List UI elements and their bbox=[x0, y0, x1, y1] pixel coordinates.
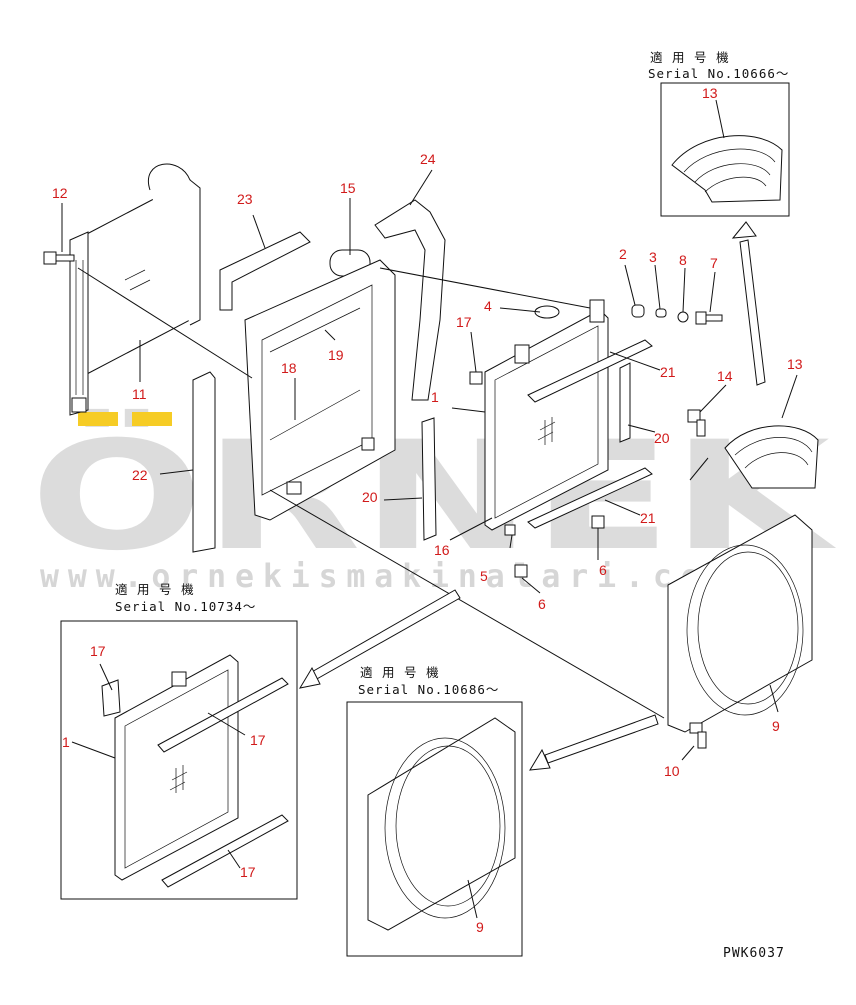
part-17-pad[interactable] bbox=[469, 371, 483, 385]
callout-16: 16 bbox=[434, 542, 450, 558]
inset-top-right-applicable: 適 用 号 機 bbox=[650, 50, 730, 65]
inset-left: 適 用 号 機 Serial No.10734～ 17 1 17 17 bbox=[60, 582, 298, 900]
inset-top-right: 適 用 号 機 Serial No.10666～ 13 bbox=[648, 50, 790, 217]
part-1-radiator[interactable] bbox=[484, 299, 609, 531]
callout-20b: 20 bbox=[654, 430, 670, 446]
part-10-bolt[interactable] bbox=[689, 722, 707, 749]
callout-3: 3 bbox=[649, 249, 657, 265]
callout-14: 14 bbox=[717, 368, 733, 384]
arrow-to-top-inset bbox=[731, 221, 766, 386]
callouts: 12 11 22 23 15 24 18 19 20 17 1 16 5 6 6… bbox=[52, 151, 803, 779]
callout-inset-top-right-13: 13 bbox=[702, 85, 718, 101]
part-5-drain[interactable] bbox=[504, 524, 516, 536]
inset-left-frame bbox=[60, 620, 298, 900]
part-7-bolt[interactable] bbox=[695, 311, 723, 325]
callout-6b: 6 bbox=[599, 562, 607, 578]
part-21-strip-bottom[interactable] bbox=[527, 467, 653, 529]
callout-21a: 21 bbox=[660, 364, 676, 380]
callout-4: 4 bbox=[484, 298, 492, 314]
callout-18: 18 bbox=[281, 360, 297, 376]
callout-inset-left-17a: 17 bbox=[90, 643, 106, 659]
inset-center-applicable: 適 用 号 機 bbox=[360, 665, 440, 680]
watermark-accent-left bbox=[78, 412, 118, 426]
callout-17: 17 bbox=[456, 314, 472, 330]
arrow-to-center-inset bbox=[529, 714, 659, 771]
callout-10: 10 bbox=[664, 763, 680, 779]
callout-2: 2 bbox=[619, 246, 627, 262]
callout-inset-left-17b: 17 bbox=[250, 732, 266, 748]
part-12-bolt[interactable] bbox=[43, 251, 75, 265]
leader-lines bbox=[61, 169, 798, 761]
callout-inset-center-9: 9 bbox=[476, 919, 484, 935]
inset-center-shroud bbox=[367, 717, 516, 931]
callout-21b: 21 bbox=[640, 510, 656, 526]
callout-24: 24 bbox=[420, 151, 436, 167]
inset-top-right-serial: Serial No.10666～ bbox=[648, 66, 789, 81]
part-20-strip-left[interactable] bbox=[421, 417, 437, 541]
part-20-strip-right[interactable] bbox=[619, 362, 631, 443]
part-8-washer[interactable] bbox=[677, 311, 689, 323]
callout-20a: 20 bbox=[362, 489, 378, 505]
callout-15: 15 bbox=[340, 180, 356, 196]
part-22-foam[interactable] bbox=[192, 371, 216, 553]
inset-center-serial: Serial No.10686～ bbox=[358, 682, 499, 697]
part-11-core[interactable] bbox=[69, 163, 201, 416]
part-frame-shroud[interactable] bbox=[244, 259, 396, 521]
drawing-code: PWK6037 bbox=[723, 946, 785, 961]
callout-22: 22 bbox=[132, 467, 148, 483]
inset-left-applicable: 適 用 号 機 bbox=[115, 582, 195, 597]
inset-left-serial: Serial No.10734～ bbox=[115, 599, 256, 614]
part-6-cushion-b[interactable] bbox=[591, 515, 605, 529]
callout-13b: 13 bbox=[787, 356, 803, 372]
callout-23: 23 bbox=[237, 191, 253, 207]
inset-top-right-guard bbox=[671, 135, 783, 203]
part-2-fitting[interactable] bbox=[631, 304, 645, 318]
callout-11: 11 bbox=[132, 386, 147, 402]
arrow-to-left-inset bbox=[298, 589, 461, 689]
part-14-bolt[interactable] bbox=[687, 409, 706, 437]
watermark-accent-right bbox=[132, 412, 172, 426]
callout-19: 19 bbox=[328, 347, 344, 363]
callout-9: 9 bbox=[772, 718, 780, 734]
part-23-seal[interactable] bbox=[219, 231, 311, 311]
callout-8: 8 bbox=[679, 252, 687, 268]
part-13-guard[interactable] bbox=[724, 425, 819, 489]
callout-1: 1 bbox=[431, 389, 439, 405]
inset-center-frame bbox=[346, 701, 523, 957]
inset-top-right-frame bbox=[660, 82, 790, 217]
inset-left-radiator bbox=[101, 654, 289, 888]
callout-6a: 6 bbox=[538, 596, 546, 612]
callout-12: 12 bbox=[52, 185, 68, 201]
part-6-cushion-a[interactable] bbox=[514, 564, 528, 578]
callout-inset-left-17c: 17 bbox=[240, 864, 256, 880]
callout-inset-left-1: 1 bbox=[62, 734, 70, 750]
callout-5: 5 bbox=[480, 568, 488, 584]
part-9-shroud[interactable] bbox=[667, 514, 813, 733]
part-24-hose[interactable] bbox=[374, 199, 446, 401]
part-3-fitting[interactable] bbox=[655, 308, 667, 318]
inset-center: 適 用 号 機 Serial No.10686～ 9 bbox=[346, 665, 523, 957]
callout-7: 7 bbox=[710, 255, 718, 271]
